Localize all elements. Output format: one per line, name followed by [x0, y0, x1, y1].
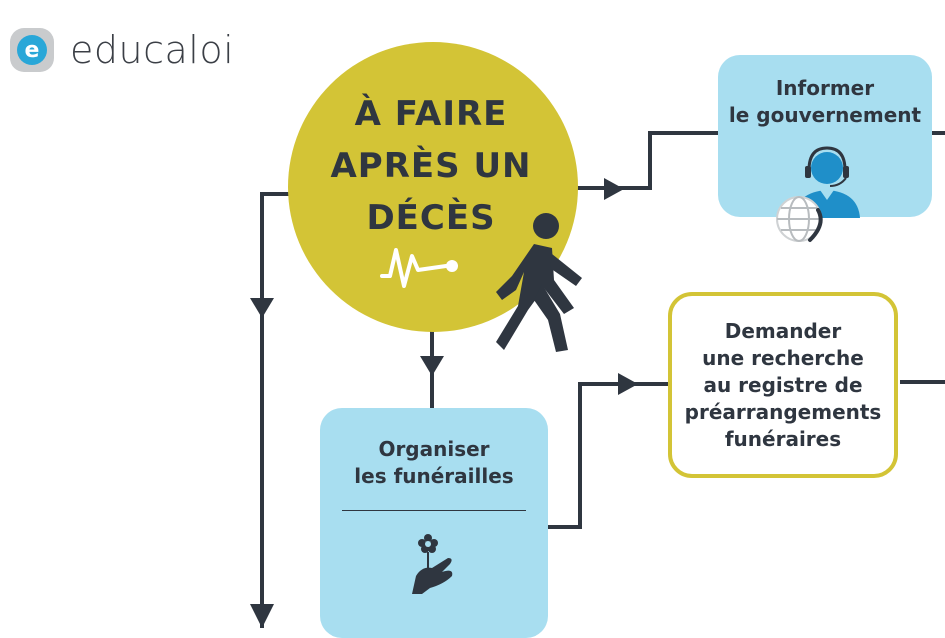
funeral-divider — [342, 510, 526, 511]
arrowhead-down-funeral — [420, 356, 444, 376]
heartbeat-icon — [380, 248, 458, 288]
logo-wordmark: educaloi — [70, 28, 235, 72]
funeral-to-research-connector — [548, 382, 668, 529]
educaloi-logo-icon: e — [10, 28, 54, 72]
arrowhead-left-mid — [250, 298, 274, 318]
node-inform-label: Informer le gouvernement — [728, 76, 922, 127]
circle-to-inform-connector — [576, 131, 718, 190]
node-funeral-label: Organiser les funérailles — [354, 437, 514, 488]
main-node-title: À FAIRE APRÈS UN DÉCÈS — [330, 94, 532, 238]
educaloi-logo: e educaloi — [8, 26, 234, 74]
node-organize-funeral: Organiser les funérailles — [320, 408, 548, 638]
node-request-registry-search: Demander une recherche au registre de pr… — [668, 292, 898, 478]
node-research-label: Demander une recherche au registre de pr… — [684, 318, 882, 451]
hand-holding-flower-icon — [412, 534, 453, 594]
globe-icon — [776, 196, 823, 242]
arrowhead-left-bottom — [250, 604, 274, 628]
arrowhead-right-inform — [604, 178, 624, 200]
arrowhead-right-research — [618, 373, 638, 395]
walking-person-icon — [496, 213, 582, 352]
left-vertical-connector — [260, 192, 292, 628]
svg-text:e: e — [25, 38, 40, 63]
